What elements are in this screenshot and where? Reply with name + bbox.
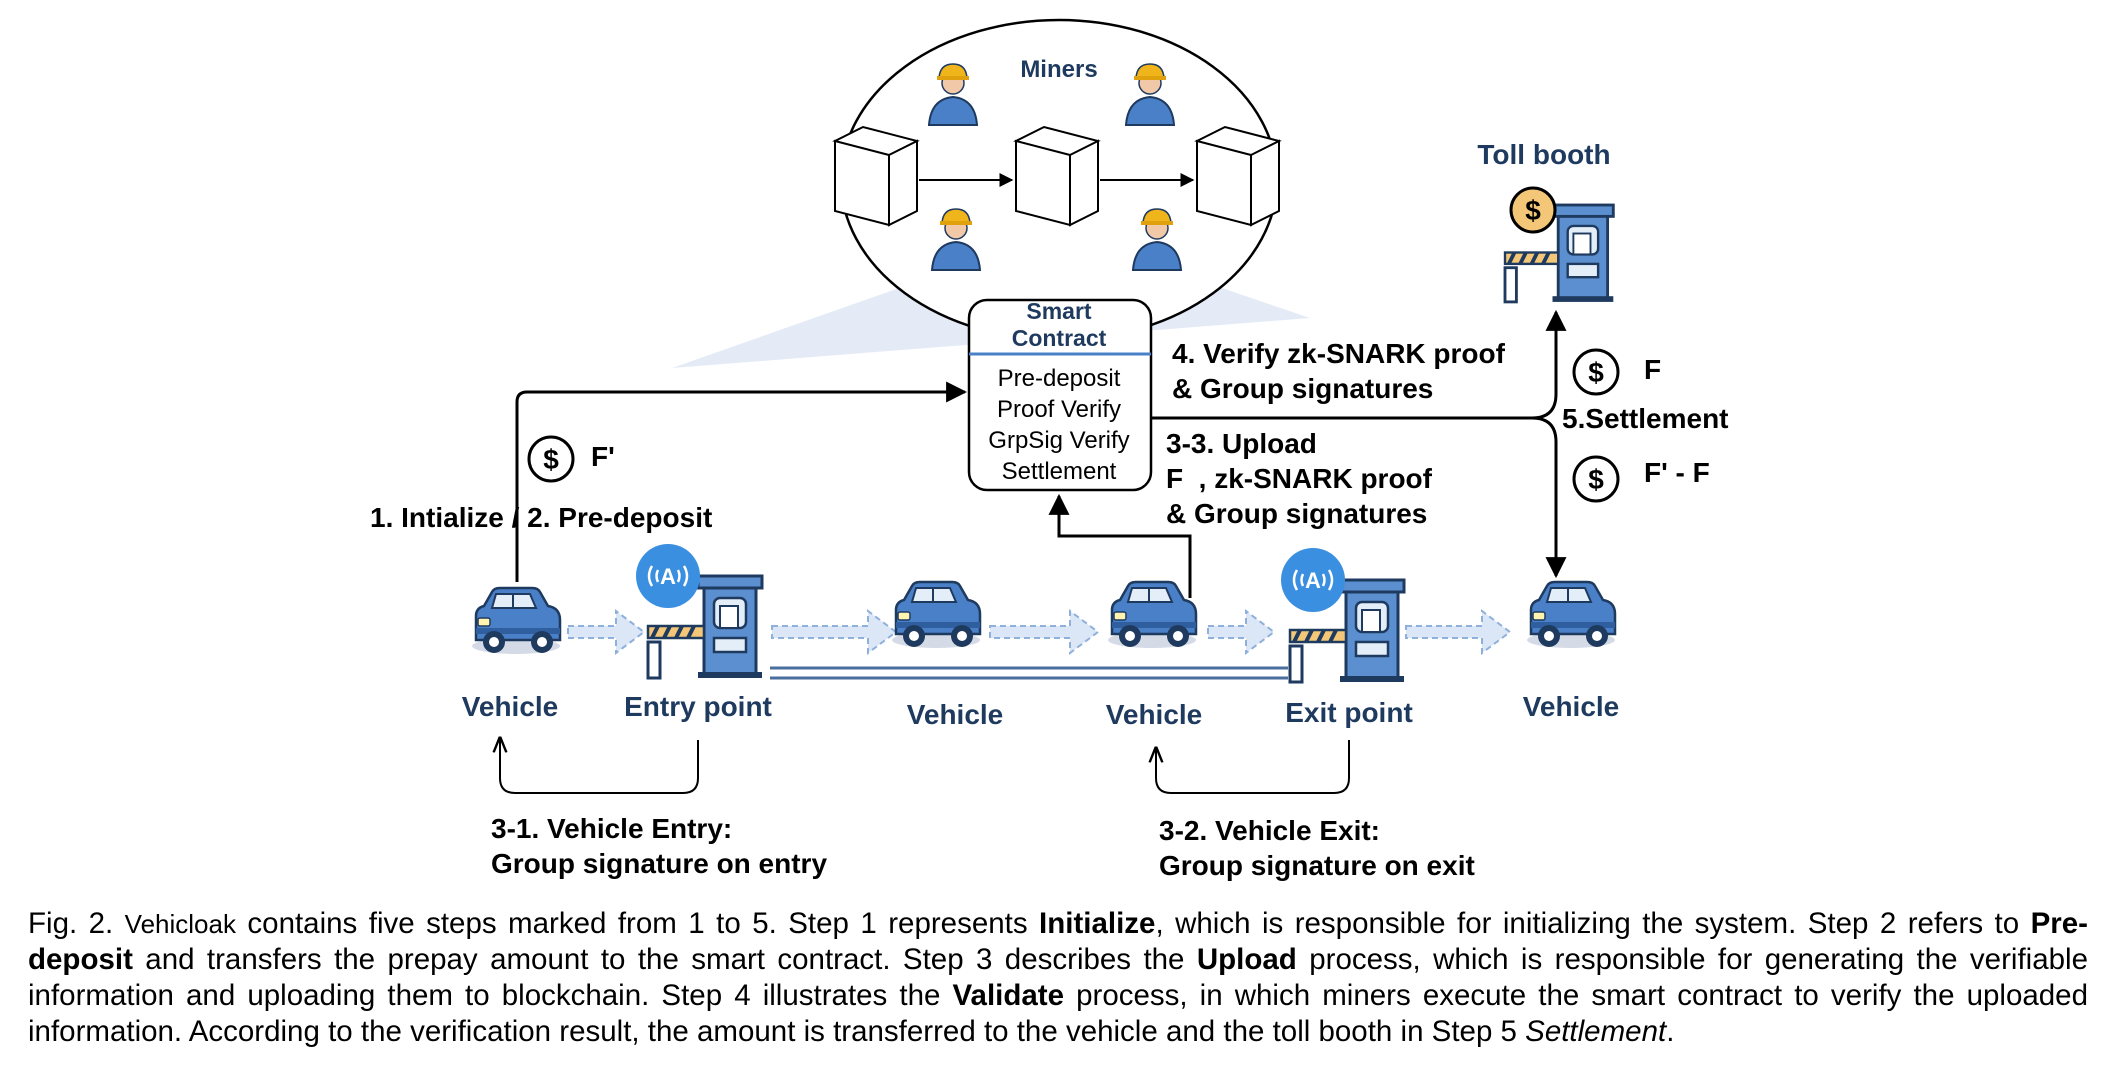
svg-text:$: $: [1588, 357, 1604, 388]
caption-text: , which is responsible for initializing …: [1155, 907, 2031, 940]
svg-text:$: $: [1588, 464, 1604, 495]
contract-function: Proof Verify: [997, 396, 1121, 423]
flow-arrow: [567, 609, 646, 655]
caption-step-validate: Validate: [952, 979, 1064, 1012]
caption-step-upload: Upload: [1196, 943, 1297, 976]
flow-arrow: [771, 609, 898, 655]
exit-point-label: Exit point: [1285, 697, 1413, 728]
coin-icon: $: [1509, 186, 1557, 234]
step-entry-label: Group signature on entry: [491, 848, 827, 879]
step-verify-label: & Group signatures: [1172, 373, 1433, 404]
signal-icon: A: [636, 544, 700, 608]
smart-contract-title: Contract: [1012, 325, 1107, 351]
step-upload-label: 3-3. Upload: [1166, 428, 1317, 459]
miners-label: Miners: [1020, 56, 1097, 83]
exit-loop-arrow: [1156, 740, 1350, 794]
step-entry-label: 3-1. Vehicle Entry:: [491, 813, 732, 844]
svg-text:A: A: [1305, 568, 1321, 593]
caption-step-predeposit: Pre-deposit: [28, 907, 2088, 976]
smart-contract-box: [967, 298, 1153, 492]
vehicle-label: Vehicle: [1523, 691, 1620, 722]
flow-arrow: [1405, 609, 1512, 655]
vehicle-label: Vehicle: [907, 699, 1004, 730]
step-verify-label: 4. Verify zk-SNARK proof: [1172, 338, 1506, 369]
toll-booth-label: Toll booth: [1477, 139, 1610, 170]
vehicloak-diagram: Miners Smart Contract Pre-deposit Proof …: [370, 18, 1729, 881]
upload-arrow: [1048, 493, 1192, 598]
entry-point-label: Entry point: [624, 691, 772, 722]
caption-text: contains five steps marked from 1 to 5. …: [235, 907, 1040, 940]
amount-toll: F: [1644, 354, 1661, 385]
step-upload-label: F , zk-SNARK proof: [1166, 463, 1433, 494]
contract-function: GrpSig Verify: [988, 427, 1129, 454]
contract-function: Pre-deposit: [998, 365, 1121, 392]
caption-text: process, which is responsible for genera…: [28, 943, 2088, 1012]
contract-function: Settlement: [1002, 458, 1117, 485]
vehicle-icon: [1525, 580, 1617, 650]
smart-contract-title: Smart: [1026, 298, 1092, 324]
flow-arrow: [989, 609, 1100, 655]
vehicle-icon: [890, 580, 982, 650]
caption-text: .: [1666, 1015, 1675, 1048]
amount-refund: F' - F: [1644, 457, 1710, 488]
block-icon: [832, 125, 920, 227]
caption-text: process, in which miners execute the sma…: [28, 979, 2088, 1048]
svg-text:$: $: [543, 444, 559, 475]
flow-arrow: [1207, 609, 1276, 655]
entry-loop-arrow: [500, 738, 699, 794]
block-icon: [1194, 125, 1282, 227]
caption-step-settlement: Settlement: [1525, 1015, 1667, 1048]
caption-app-name: Vehicloak: [124, 909, 236, 939]
coin-icon: $: [1572, 455, 1620, 503]
step-settlement-label: 5.Settlement: [1562, 403, 1729, 434]
svg-text:$: $: [1525, 195, 1541, 226]
vehicle-icon: [1106, 580, 1198, 650]
step-init-label: 1. Intialize / 2. Pre-deposit: [370, 502, 712, 533]
caption-text: and transfers the prepay amount to the s…: [132, 943, 1197, 976]
initialize-predeposit-arrow: [515, 381, 968, 582]
settlement-to-vehicle-arrow: [1531, 416, 1567, 579]
amount-predeposit: F': [591, 441, 615, 472]
signal-icon: A: [1281, 548, 1345, 612]
coin-icon: $: [1572, 348, 1620, 396]
figure-caption: Fig. 2. Vehicloak contains five steps ma…: [28, 906, 2088, 1050]
svg-text:A: A: [660, 564, 676, 589]
caption-step-initialize: Initialize: [1039, 907, 1156, 940]
coin-icon: $: [527, 435, 575, 483]
step-upload-label: & Group signatures: [1166, 498, 1427, 529]
vehicle-icon: [470, 586, 562, 656]
step-exit-label: Group signature on exit: [1159, 850, 1475, 881]
vehicle-label: Vehicle: [462, 691, 559, 722]
block-icon: [1013, 125, 1101, 227]
caption-prefix: Fig. 2.: [28, 907, 125, 940]
step-exit-label: 3-2. Vehicle Exit:: [1159, 815, 1380, 846]
vehicle-label: Vehicle: [1106, 699, 1203, 730]
